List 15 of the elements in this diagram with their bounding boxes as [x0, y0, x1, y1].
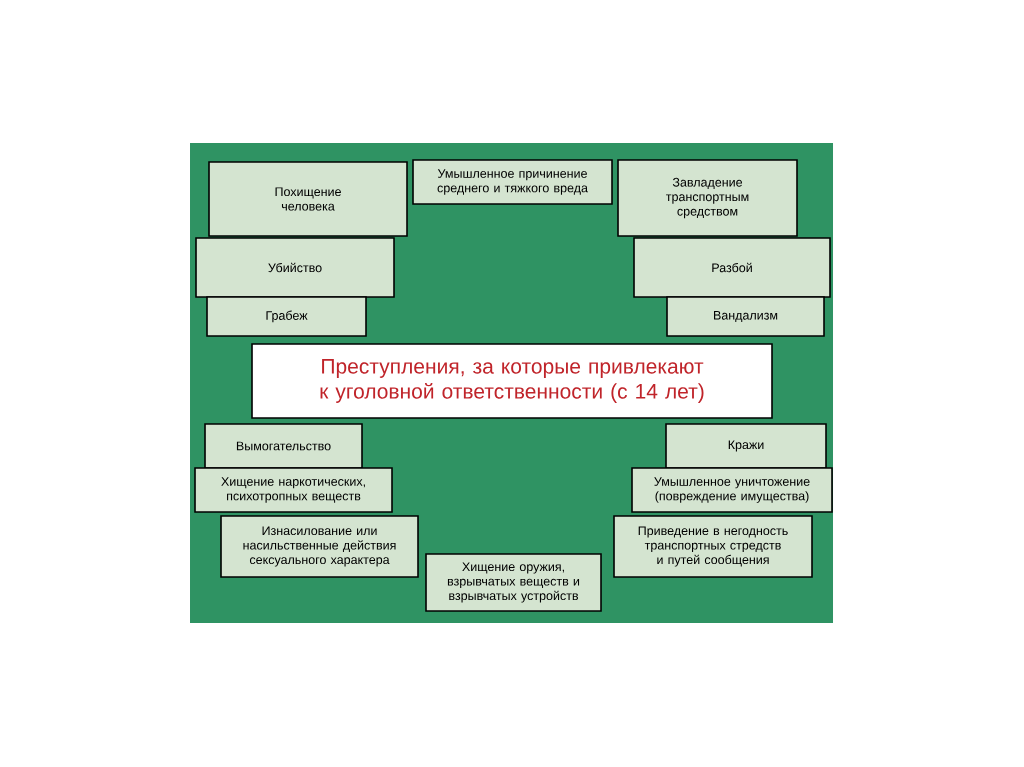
- crime-box: Завладение транспортным средством: [617, 159, 798, 237]
- crime-box: Похищение человека: [208, 161, 408, 237]
- crime-box: Вандализм: [666, 296, 825, 337]
- crime-box: Хищение наркотических, психотропных веществ: [194, 467, 393, 513]
- crime-box: Изнасилование или насильственные действия сексуального характера: [220, 515, 419, 578]
- crime-box: Приведение в негодность транспортных стредств и путей сообщения: [613, 515, 813, 578]
- crime-box: Хищение оружия, взрывчатых веществ и взрывчатых устройств: [425, 553, 602, 612]
- title-box: Преступления, за которые привлекают к уголовной ответственности (с 14 лет): [251, 343, 773, 419]
- crime-box: Грабеж: [206, 296, 367, 337]
- crime-box: Убийство: [195, 237, 395, 298]
- crime-box: Вымогательство: [204, 423, 363, 469]
- crime-box: Умышленное уничтожение (повреждение имущества): [631, 467, 833, 513]
- crime-box: Умышленное причинение среднего и тяжкого вреда: [412, 159, 613, 205]
- crime-box: Кражи: [665, 423, 827, 469]
- crime-box: Разбой: [633, 237, 831, 298]
